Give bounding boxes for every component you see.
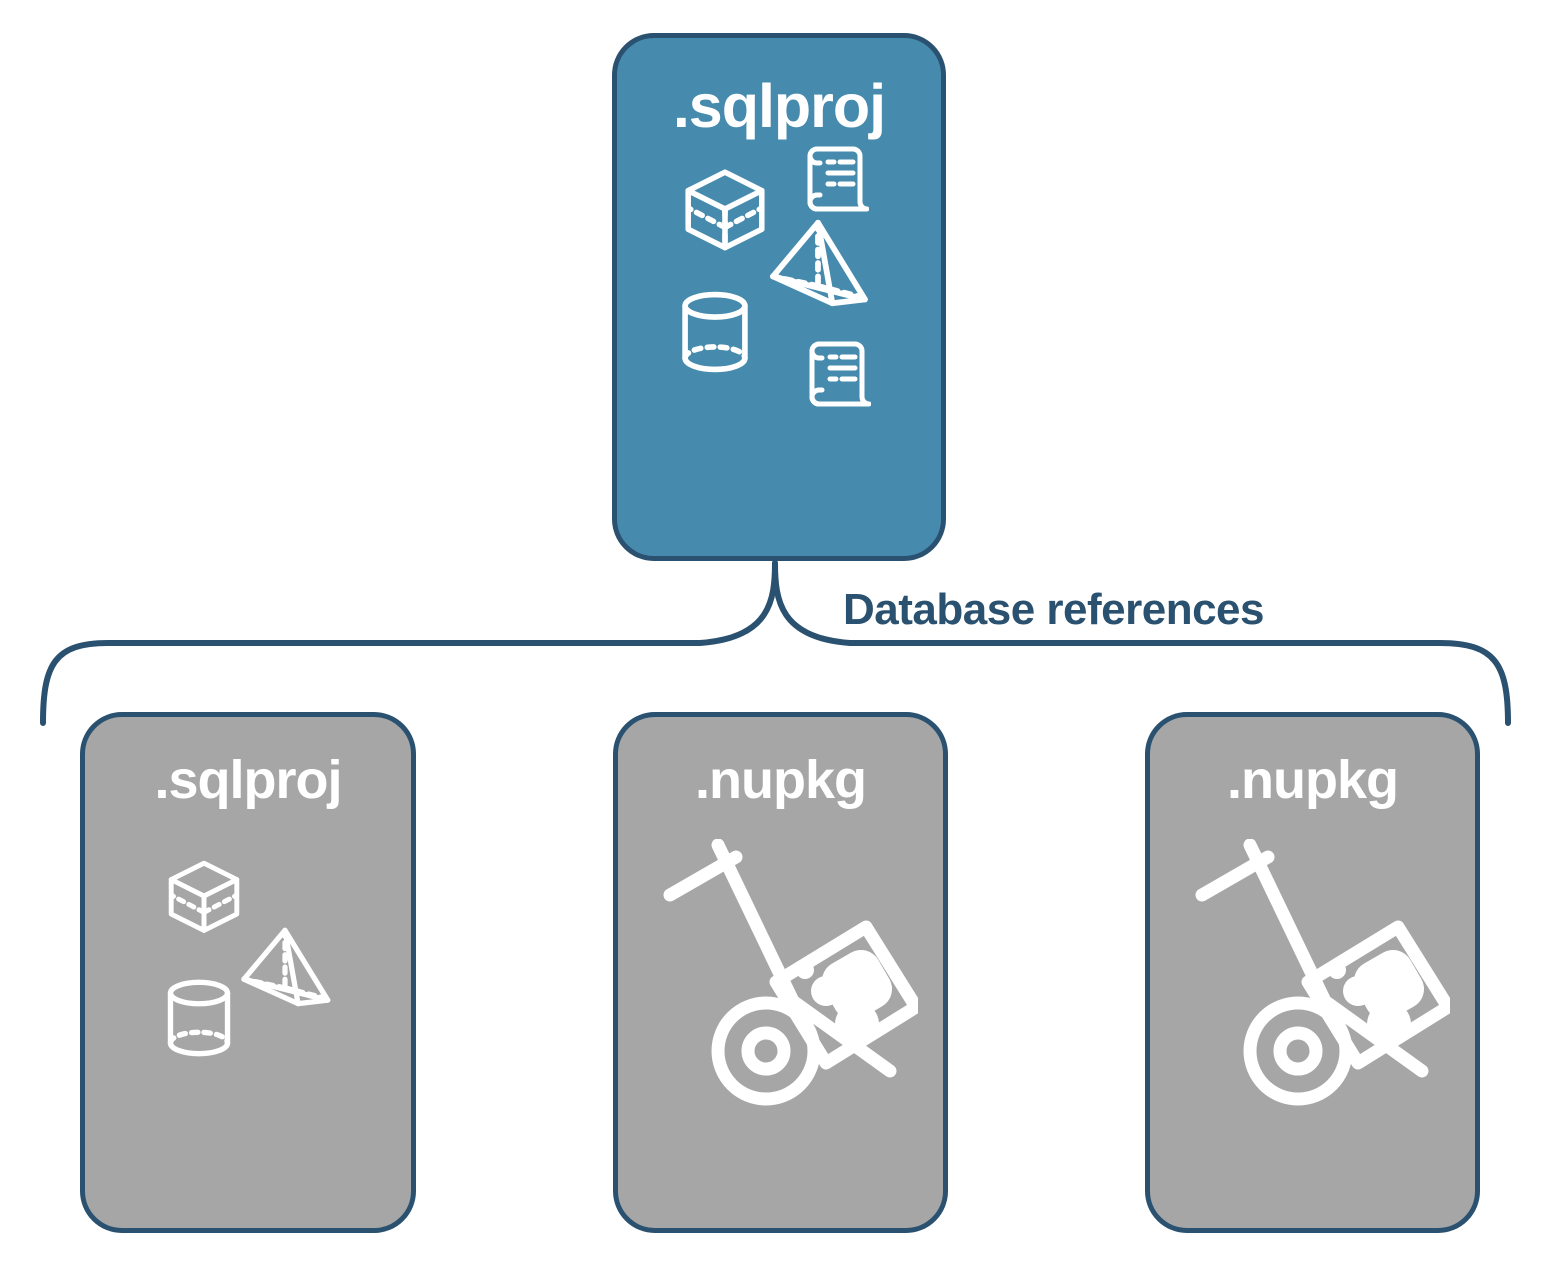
node-title-ref-nupkg-2: .nupkg xyxy=(1227,750,1399,810)
ref-sqlproj-icon-cluster xyxy=(85,807,411,1228)
node-root-sqlproj[interactable]: .sqlproj xyxy=(612,33,946,561)
node-ref-nupkg-2[interactable]: .nupkg xyxy=(1145,712,1480,1233)
node-ref-nupkg-1[interactable]: .nupkg xyxy=(613,712,948,1233)
pyramid-wireframe-icon xyxy=(237,925,333,1014)
cube-wireframe-icon xyxy=(679,163,771,260)
node-ref-sqlproj[interactable]: .sqlproj xyxy=(80,712,416,1233)
cylinder-wireframe-icon xyxy=(165,977,233,1064)
cube-wireframe-icon xyxy=(163,855,245,942)
hand-truck-package-icon xyxy=(658,838,923,1114)
ref-nupkg-2-icon-cluster xyxy=(1150,807,1475,1228)
connector-label-database-references: Database references xyxy=(843,585,1264,634)
root-icon-cluster xyxy=(617,137,941,556)
cylinder-wireframe-icon xyxy=(679,289,751,380)
script-scroll-icon xyxy=(799,335,872,418)
script-scroll-icon xyxy=(797,140,870,223)
pyramid-wireframe-icon xyxy=(765,217,871,314)
node-title-root: .sqlproj xyxy=(672,72,886,140)
hand-truck-package-icon xyxy=(1190,838,1455,1114)
ref-nupkg-1-icon-cluster xyxy=(618,807,943,1228)
node-title-ref-nupkg-1: .nupkg xyxy=(695,750,867,810)
node-title-ref-sqlproj: .sqlproj xyxy=(154,750,342,810)
